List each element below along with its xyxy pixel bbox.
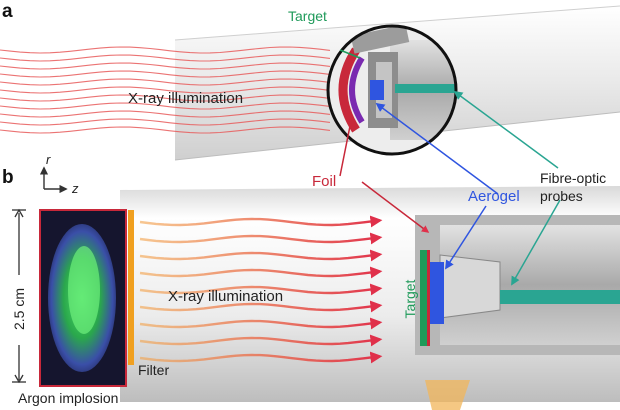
xray-arrow — [139, 351, 383, 364]
xray-arrow — [139, 300, 383, 313]
panel-b-xray-label: X-ray illumination — [168, 288, 284, 305]
panel-b-letter: b — [2, 167, 14, 188]
xray-wave-icon — [0, 62, 331, 70]
panel-b-xray-arrows — [139, 215, 383, 364]
xray-wave-icon — [0, 126, 331, 134]
filter-label: Filter — [138, 362, 170, 378]
panel-b-target-label: Target — [402, 279, 418, 319]
argon-implosion-label: Argon implosion — [18, 390, 119, 406]
aerogel-block — [430, 262, 444, 324]
probes-leader-a — [453, 90, 559, 169]
xray-wave-icon — [0, 102, 331, 110]
axis-r-label: r — [46, 152, 51, 167]
xray-arrow — [139, 266, 383, 279]
xray-wave-icon — [0, 46, 331, 54]
xray-arrow — [139, 215, 383, 228]
xray-arrow — [139, 317, 383, 330]
panel-a-target-label: Target — [288, 8, 327, 24]
target-leader-a — [339, 49, 361, 59]
panel-a-xray-waves — [0, 46, 331, 134]
axis-icon — [39, 166, 68, 194]
scale-label: 2.5 cm — [11, 288, 27, 331]
panel-a-xray-label: X-ray illumination — [128, 90, 244, 107]
xray-wave-icon — [0, 70, 331, 78]
aerogel-label: Aerogel — [468, 188, 520, 205]
foil-leader-b — [361, 181, 430, 233]
xray-arrow — [139, 232, 383, 245]
xray-arrow — [139, 283, 383, 296]
xray-wave-icon — [0, 94, 331, 102]
xray-wave-icon — [0, 54, 331, 62]
magnifier-circle-icon — [326, 24, 458, 156]
xray-arrow — [139, 334, 383, 347]
axis-z-label: z — [72, 181, 79, 196]
xray-wave-icon — [0, 78, 331, 86]
foil-leader-a — [339, 125, 351, 177]
xray-wave-icon — [0, 118, 331, 126]
fibre-optic-probe — [500, 290, 620, 304]
xray-arrow — [139, 249, 383, 262]
foil-layer — [427, 250, 430, 346]
aerogel-leader-b — [445, 205, 487, 270]
scale-bar-icon — [12, 208, 26, 384]
xray-wave-icon — [0, 86, 331, 94]
foil-label: Foil — [312, 173, 337, 190]
panel-a-letter: a — [2, 1, 13, 22]
xray-wave-icon — [0, 110, 331, 118]
probes-leader-b — [511, 199, 561, 286]
target-plate — [420, 250, 427, 346]
fibre-optic-probes-label: Fibre-optic probes — [540, 170, 607, 204]
aerogel-leader-a — [375, 102, 499, 195]
filter-bar — [128, 210, 134, 365]
